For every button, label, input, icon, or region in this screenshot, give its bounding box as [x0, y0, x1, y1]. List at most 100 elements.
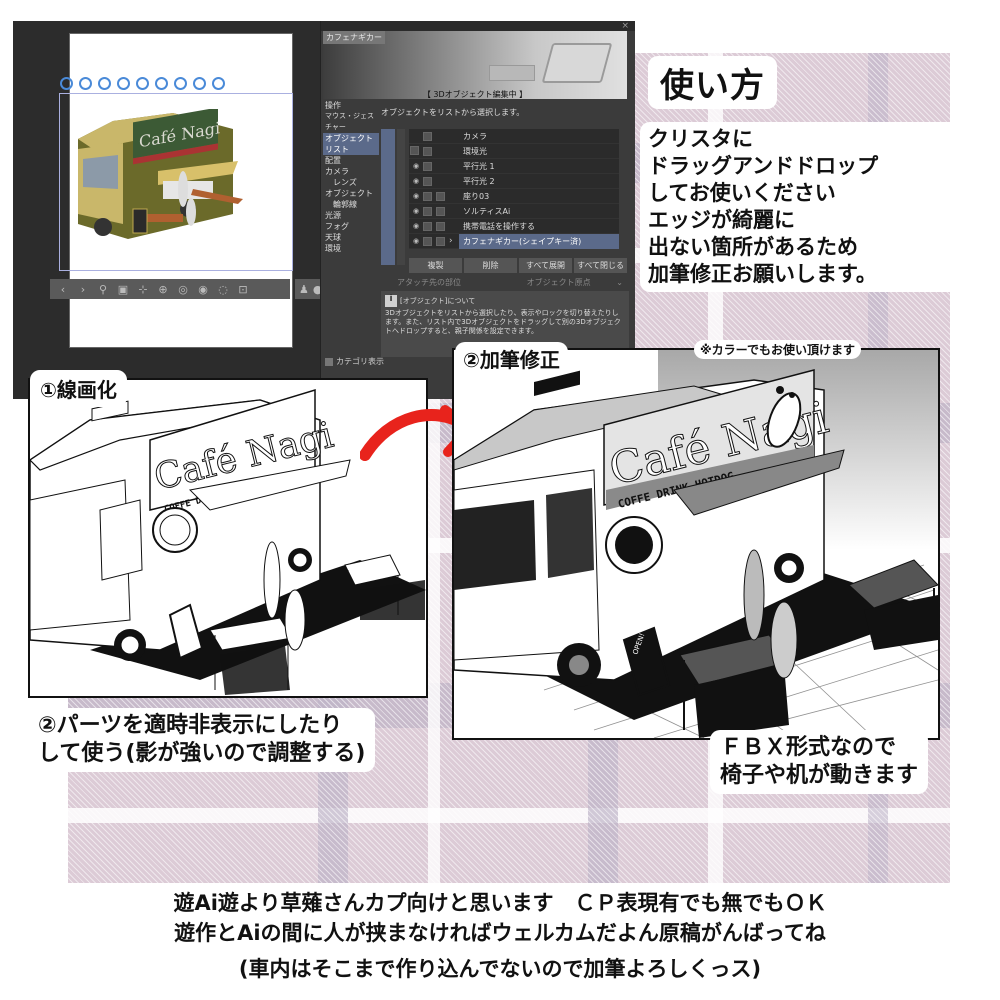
- next-icon[interactable]: ›: [80, 282, 86, 296]
- visibility-toggle[interactable]: [409, 145, 423, 157]
- fbx-note: ＦＢＸ形式なので 椅子や机が動きます: [710, 730, 929, 794]
- list-scrollbar-track[interactable]: [397, 129, 405, 265]
- eye-icon[interactable]: ◉: [412, 222, 420, 230]
- prev-icon[interactable]: ‹: [60, 282, 66, 296]
- close-icon[interactable]: ×: [621, 21, 629, 31]
- nav-item[interactable]: 光源: [325, 211, 341, 220]
- object-row[interactable]: ◉ ソルティスAi: [409, 204, 619, 219]
- reset-pose-icon[interactable]: ◌: [218, 282, 228, 296]
- panel-line-art: Café Nagi COFFE DRINK HOTDOG: [28, 378, 428, 698]
- object-move-icon[interactable]: [117, 77, 130, 90]
- nav-item[interactable]: カメラ: [325, 167, 349, 176]
- delete-button[interactable]: 削除: [464, 258, 517, 273]
- object-row[interactable]: ◉ 平行光 2: [409, 174, 619, 189]
- instruction-line: 加筆修正お願いします。: [648, 262, 877, 286]
- nav-item[interactable]: 配置: [325, 156, 341, 165]
- attach-select[interactable]: オブジェクト原点: [526, 278, 591, 287]
- lock-checkbox[interactable]: [423, 191, 432, 201]
- fbx-note-line: 椅子や机が動きます: [720, 763, 919, 788]
- body-icon[interactable]: ●: [312, 282, 323, 296]
- lock-checkbox[interactable]: [423, 176, 432, 186]
- step2-label: ②加筆修正: [455, 342, 568, 375]
- nav-item-object-list[interactable]: オブジェクトリスト: [323, 133, 379, 155]
- eye-icon[interactable]: ◉: [412, 177, 420, 185]
- list-scrollbar[interactable]: [381, 129, 395, 265]
- download-icon[interactable]: ◎: [178, 282, 188, 296]
- object-row[interactable]: ◉ 座り03: [409, 189, 619, 204]
- panel-retouched: Café Nagi COFFE DRINK HOTDOG OPEN!: [452, 348, 940, 740]
- 3d-object-launcher: ‹ › ⚲ ▣ ⊹ ⊕ ◎ ◉ ◌ ⊡: [50, 279, 290, 299]
- food-truck-line-art: Café Nagi COFFE DRINK HOTDOG: [29, 388, 426, 695]
- instruction-line: してお使いください: [648, 181, 836, 205]
- chevron-down-icon[interactable]: ⌄: [616, 278, 623, 287]
- fit-to-view-icon[interactable]: ⊹: [138, 282, 148, 296]
- object-name: ソルティスAi: [463, 206, 511, 216]
- eye-icon[interactable]: ◉: [412, 207, 420, 215]
- object-row[interactable]: カメラ: [409, 129, 619, 144]
- nav-item[interactable]: 天球: [325, 233, 341, 242]
- category-display-toggle[interactable]: カテゴリ表示: [325, 356, 384, 367]
- clip-studio-screenshot: Café Nagi ‹ › ⚲ ▣ ⊹ ⊕ ◎ ◉ ◌ ⊡ ♟ ● ◍ × カフ…: [13, 21, 635, 399]
- collapse-all-button[interactable]: すべて閉じる: [574, 258, 627, 273]
- help-title: [オブジェクト]について: [400, 297, 476, 305]
- instruction-line: クリスタに: [648, 127, 753, 151]
- 3d-model-bounding-frame: [59, 93, 293, 271]
- nav-item[interactable]: 操作: [325, 101, 341, 110]
- nav-item[interactable]: マウス・ジェスチャー: [325, 112, 374, 131]
- lock-checkbox[interactable]: [423, 161, 432, 171]
- object-name: 座り03: [463, 191, 490, 201]
- nav-item[interactable]: オブジェクト: [325, 189, 373, 198]
- help-info-box: i[オブジェクト]について 3Dオブジェクトをリストから選択したり、表示やロック…: [381, 291, 629, 357]
- object-name: 平行光 1: [463, 161, 495, 171]
- child-checkbox[interactable]: [436, 221, 445, 231]
- lock-checkbox[interactable]: [423, 236, 432, 246]
- object-row[interactable]: 環境光: [409, 144, 619, 159]
- attach-target-row[interactable]: アタッチ先の部位 オブジェクト原点 ⌄: [381, 276, 627, 289]
- child-checkbox[interactable]: [436, 191, 445, 201]
- nav-item[interactable]: レンズ: [333, 178, 357, 187]
- object-row[interactable]: ◉ 携帯電話を操作する: [409, 219, 619, 234]
- register-material-icon[interactable]: ◉: [198, 282, 208, 296]
- child-checkbox[interactable]: [436, 206, 445, 216]
- nav-item[interactable]: 輪郭線: [333, 200, 357, 209]
- instruction-line: ドラッグアンドドロップ: [648, 154, 879, 178]
- camera-rotate-icon[interactable]: [60, 77, 73, 90]
- object-row[interactable]: ◉ 平行光 1: [409, 159, 619, 174]
- object-scale-icon[interactable]: [193, 77, 206, 90]
- object-rotate-icon[interactable]: [136, 77, 149, 90]
- fbx-note-line: ＦＢＸ形式なので: [720, 735, 897, 760]
- lock-icon[interactable]: ⊡: [238, 282, 248, 296]
- child-checkbox[interactable]: [436, 236, 445, 246]
- object-rotate-z-icon[interactable]: [174, 77, 187, 90]
- nav-item[interactable]: フォグ: [325, 222, 349, 231]
- instructions-text: クリスタに ドラッグアンドドロップ してお使いください エッジが綺麗に 出ない箇…: [640, 122, 960, 292]
- pose-icon[interactable]: ♟: [299, 282, 309, 296]
- reset-icon[interactable]: [212, 77, 225, 90]
- lock-checkbox[interactable]: [423, 131, 432, 141]
- lock-checkbox[interactable]: [423, 146, 432, 156]
- camera-dolly-icon[interactable]: [98, 77, 111, 90]
- lock-checkbox[interactable]: [423, 206, 432, 216]
- lock-checkbox[interactable]: [423, 221, 432, 231]
- object-name: カメラ: [463, 131, 487, 141]
- books-image: [489, 65, 535, 81]
- camera-angle-icon[interactable]: ▣: [117, 282, 129, 296]
- duplicate-button[interactable]: 複製: [409, 258, 462, 273]
- category-nav: 操作 マウス・ジェスチャー オブジェクトリスト 配置 カメラ レンズ オブジェク…: [323, 100, 379, 254]
- object-rotate-y-icon[interactable]: [155, 77, 168, 90]
- 3d-preview: カフェナギカー 【 3Dオブジェクト編集中 】: [323, 31, 627, 99]
- parts-note-line: して使う(影が強いので調整する): [38, 741, 366, 766]
- nav-item[interactable]: 環境: [325, 244, 341, 253]
- wrench-icon[interactable]: ⚲: [98, 282, 108, 296]
- camera-pan-icon[interactable]: [79, 77, 92, 90]
- ground-icon[interactable]: ⊕: [158, 282, 168, 296]
- chevron-right-icon[interactable]: ›: [449, 236, 453, 246]
- category-checkbox[interactable]: [325, 357, 333, 366]
- object-row-selected[interactable]: ◉ › カフェナギカー(シェイプキー済): [409, 233, 619, 249]
- eye-icon[interactable]: ◉: [412, 162, 420, 170]
- eye-icon[interactable]: ◉: [412, 192, 420, 200]
- expand-all-button[interactable]: すべて展開: [519, 258, 572, 273]
- food-truck-3d-render[interactable]: Café Nagi: [73, 109, 243, 249]
- category-toggle-label: カテゴリ表示: [336, 357, 384, 366]
- eye-icon[interactable]: ◉: [412, 237, 420, 245]
